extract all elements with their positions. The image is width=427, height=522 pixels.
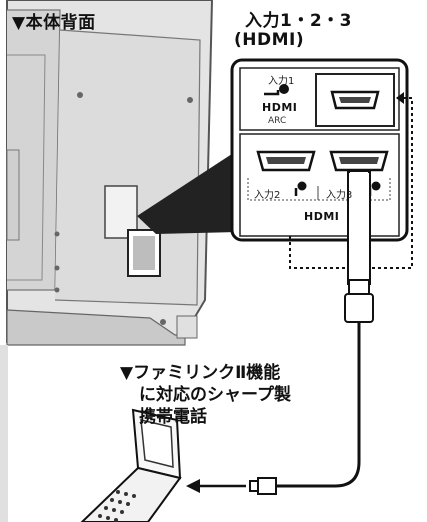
phone-description-line1: ▼ファミリンクⅡ機能: [120, 363, 281, 383]
arc-label: ARC: [268, 116, 287, 126]
phone-description-line3: 携帯電話: [139, 407, 207, 427]
input2-label: 入力2: [254, 190, 281, 201]
hdmi-label: (HDMI): [234, 30, 305, 50]
zoom-callout: [137, 150, 238, 234]
phone-description-line2: に対応のシャープ製: [139, 385, 291, 405]
left-edge-strip: [0, 345, 8, 522]
tv-back-panel: [6, 0, 214, 346]
hdmi-cable: [186, 171, 374, 495]
input1-label: 入力1: [268, 76, 295, 87]
hdmi-logo-1: HDMI: [262, 101, 298, 114]
alt-route-arrowhead: [396, 92, 404, 104]
phone-description: ▼ファミリンクⅡ機能 に対応のシャープ製 携帯電話: [120, 362, 291, 428]
input3-label: 入力3: [326, 190, 353, 201]
tv-back-label: ▼本体背面: [12, 13, 96, 33]
mobile-phone-illustration: [80, 408, 182, 522]
inputs-label: 入力1・2・3: [245, 11, 352, 31]
hdmi-port-inset: [230, 58, 409, 242]
hdmi-logo-2: HDMI: [304, 210, 340, 223]
